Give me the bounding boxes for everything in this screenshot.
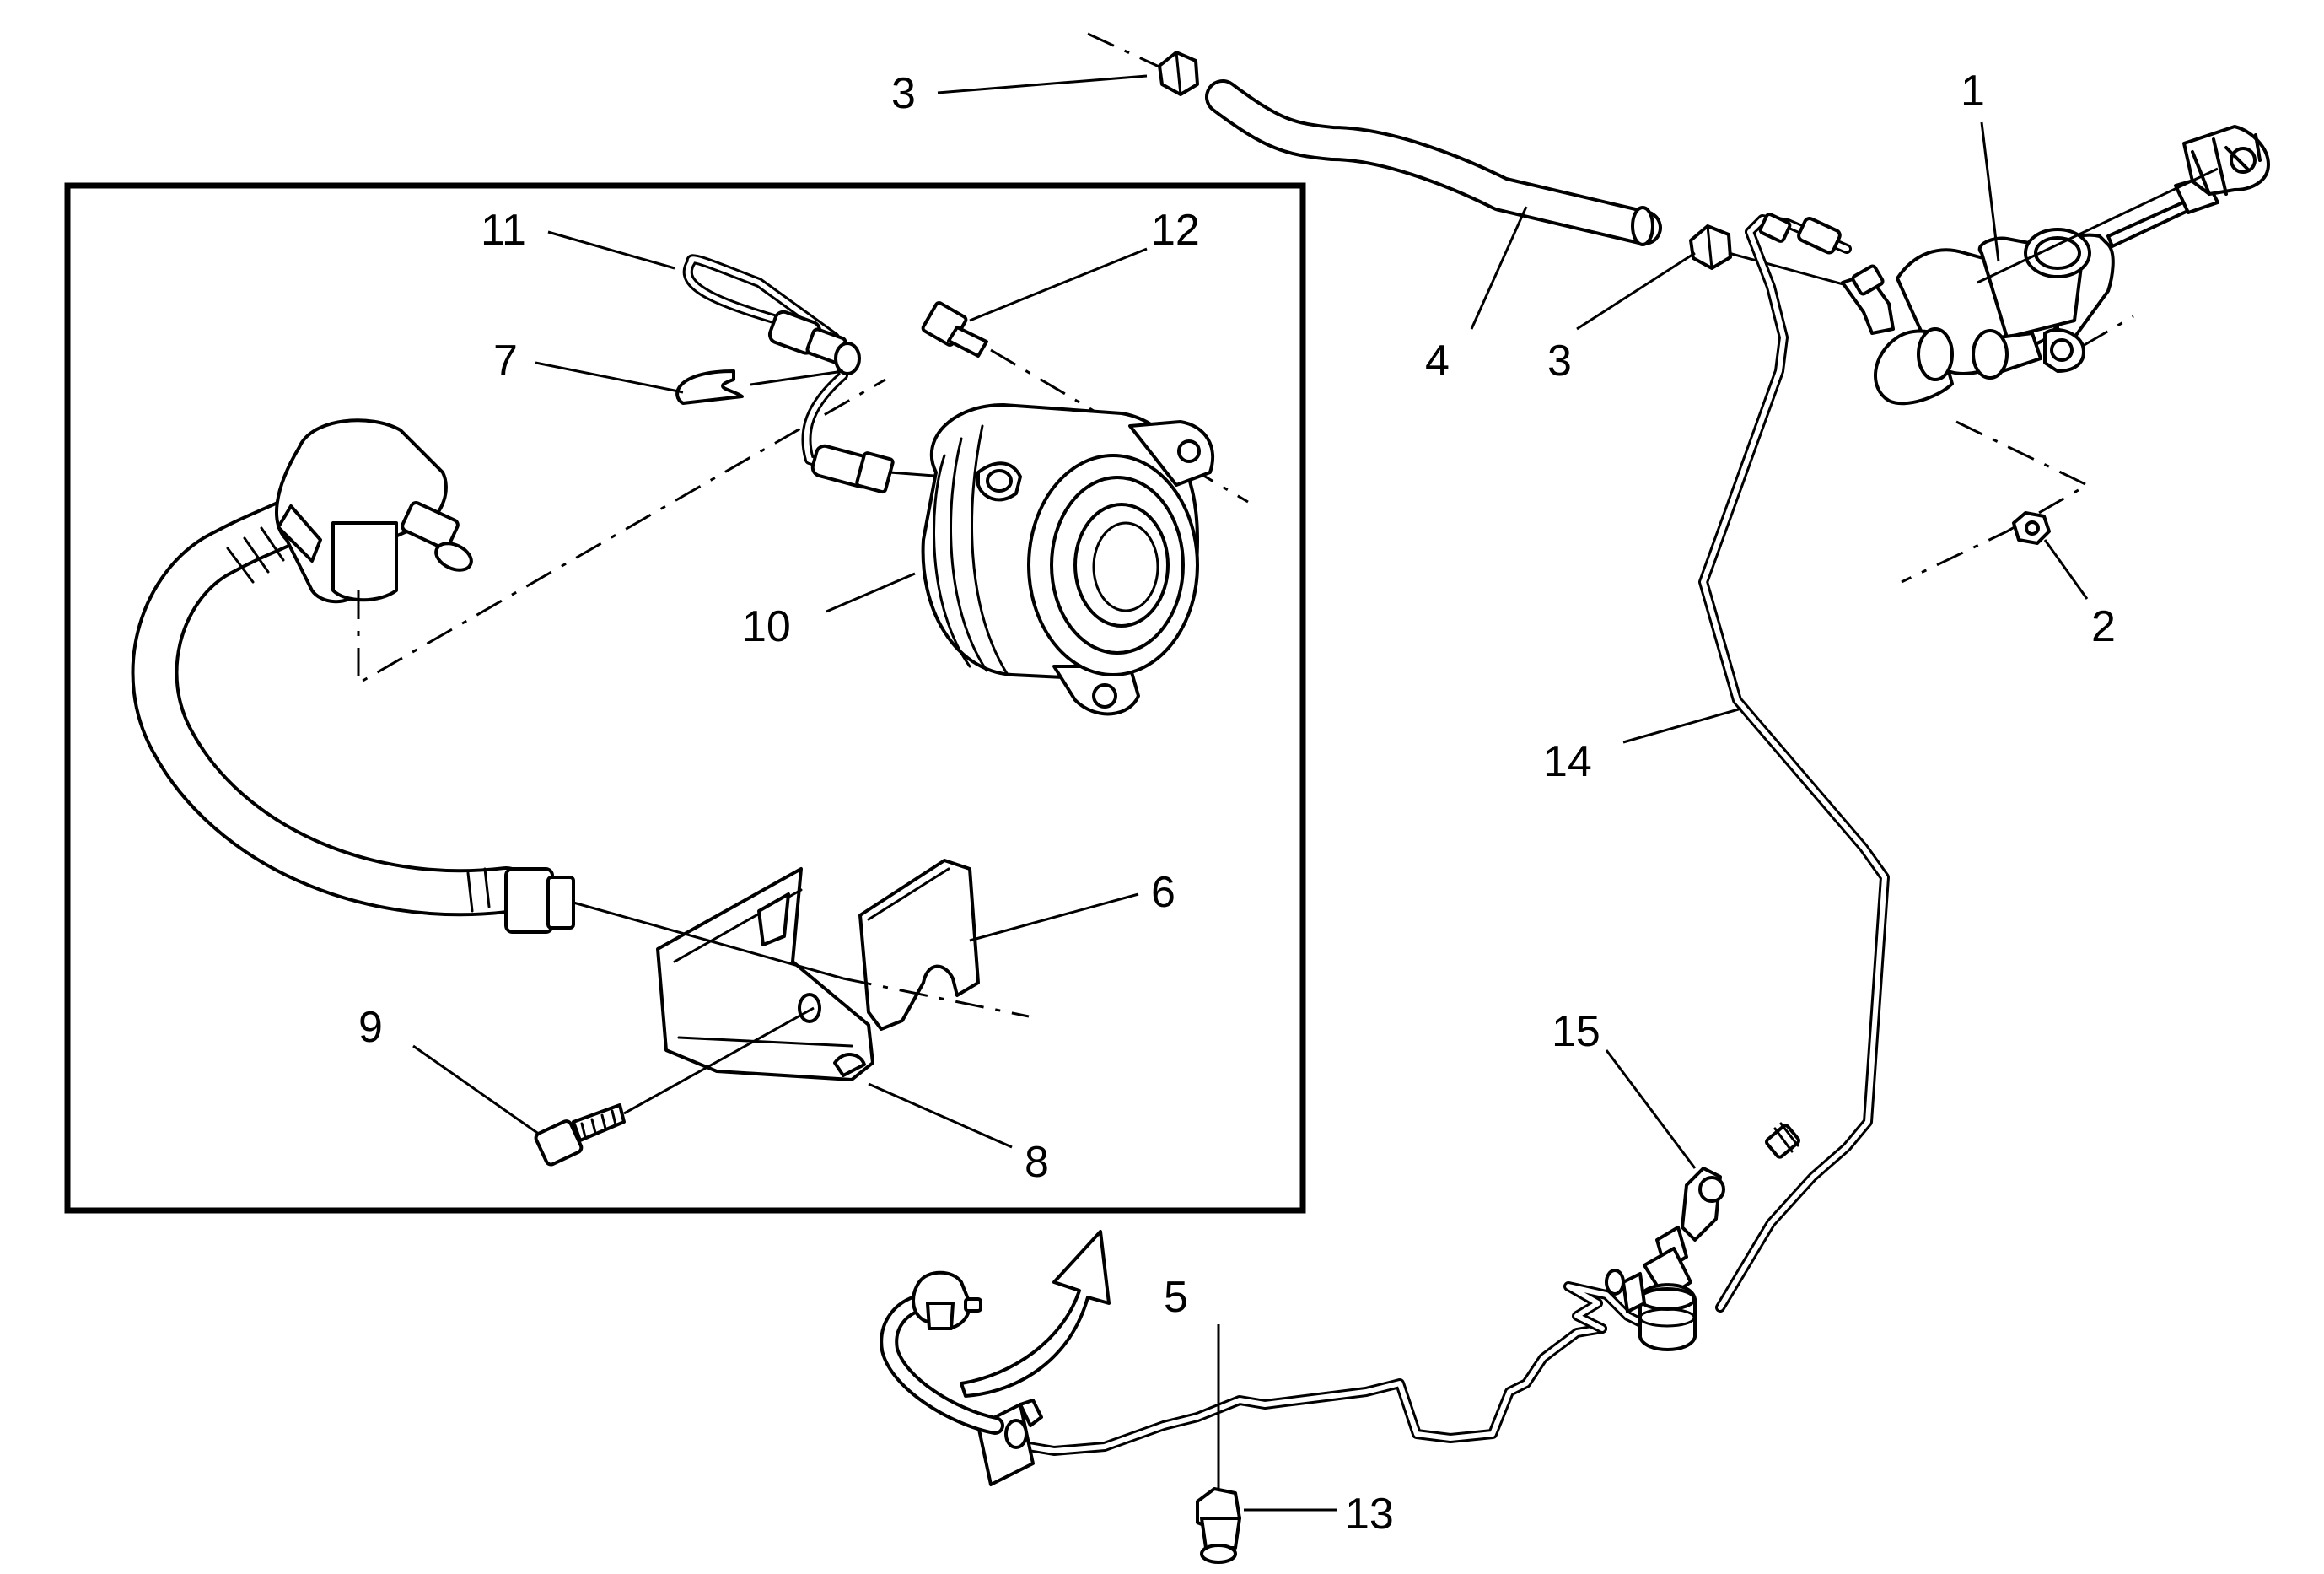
detail-pointer-arrow	[960, 1230, 1111, 1398]
inset-pipe-11	[682, 254, 861, 477]
callout-2: 2	[2091, 602, 2116, 651]
callout-1: 1	[1961, 67, 1985, 116]
inset-clutch-hose	[131, 491, 530, 917]
clutch-master-cylinder-1	[1841, 125, 2270, 406]
retainer-clip-6	[858, 859, 980, 1031]
callout-15: 15	[1552, 1007, 1600, 1056]
callout-10: 10	[742, 602, 791, 651]
bolt-12	[921, 301, 988, 358]
clutch-pipe-14	[1698, 213, 1890, 1313]
inset-hose-end-fitting	[504, 867, 844, 980]
callout-4: 4	[1425, 337, 1450, 385]
bracket-8	[656, 867, 874, 1081]
callout-11: 11	[481, 206, 526, 255]
bolt-9	[534, 1103, 626, 1167]
concentric-slave-cylinder-10	[921, 403, 1215, 716]
clutch-pipe-lower	[998, 1281, 1658, 1456]
callout-12: 12	[1151, 206, 1200, 255]
callout-5: 5	[1164, 1273, 1188, 1322]
fastener-13	[1196, 1432, 1241, 1564]
callout-14: 14	[1543, 737, 1592, 786]
callout-13: 13	[1345, 1490, 1394, 1539]
hose-clamp-3-lower	[1689, 224, 1732, 270]
inset-hose-connector	[275, 418, 473, 604]
callout-7: 7	[493, 337, 518, 385]
hose-clamp-3-upper	[1158, 51, 1199, 96]
callout-6: 6	[1151, 868, 1175, 917]
retainer-clip-7	[675, 369, 744, 405]
reservoir-hose-4	[1205, 79, 1662, 246]
callout-3-upper: 3	[891, 69, 916, 118]
nut-2	[2012, 511, 2051, 545]
callout-3-lower: 3	[1547, 337, 1572, 385]
callout-9: 9	[358, 1003, 383, 1052]
pulsation-damper-15	[1605, 1167, 1725, 1351]
lower-clutch-hose	[880, 1270, 1004, 1435]
callout-8: 8	[1025, 1138, 1049, 1187]
